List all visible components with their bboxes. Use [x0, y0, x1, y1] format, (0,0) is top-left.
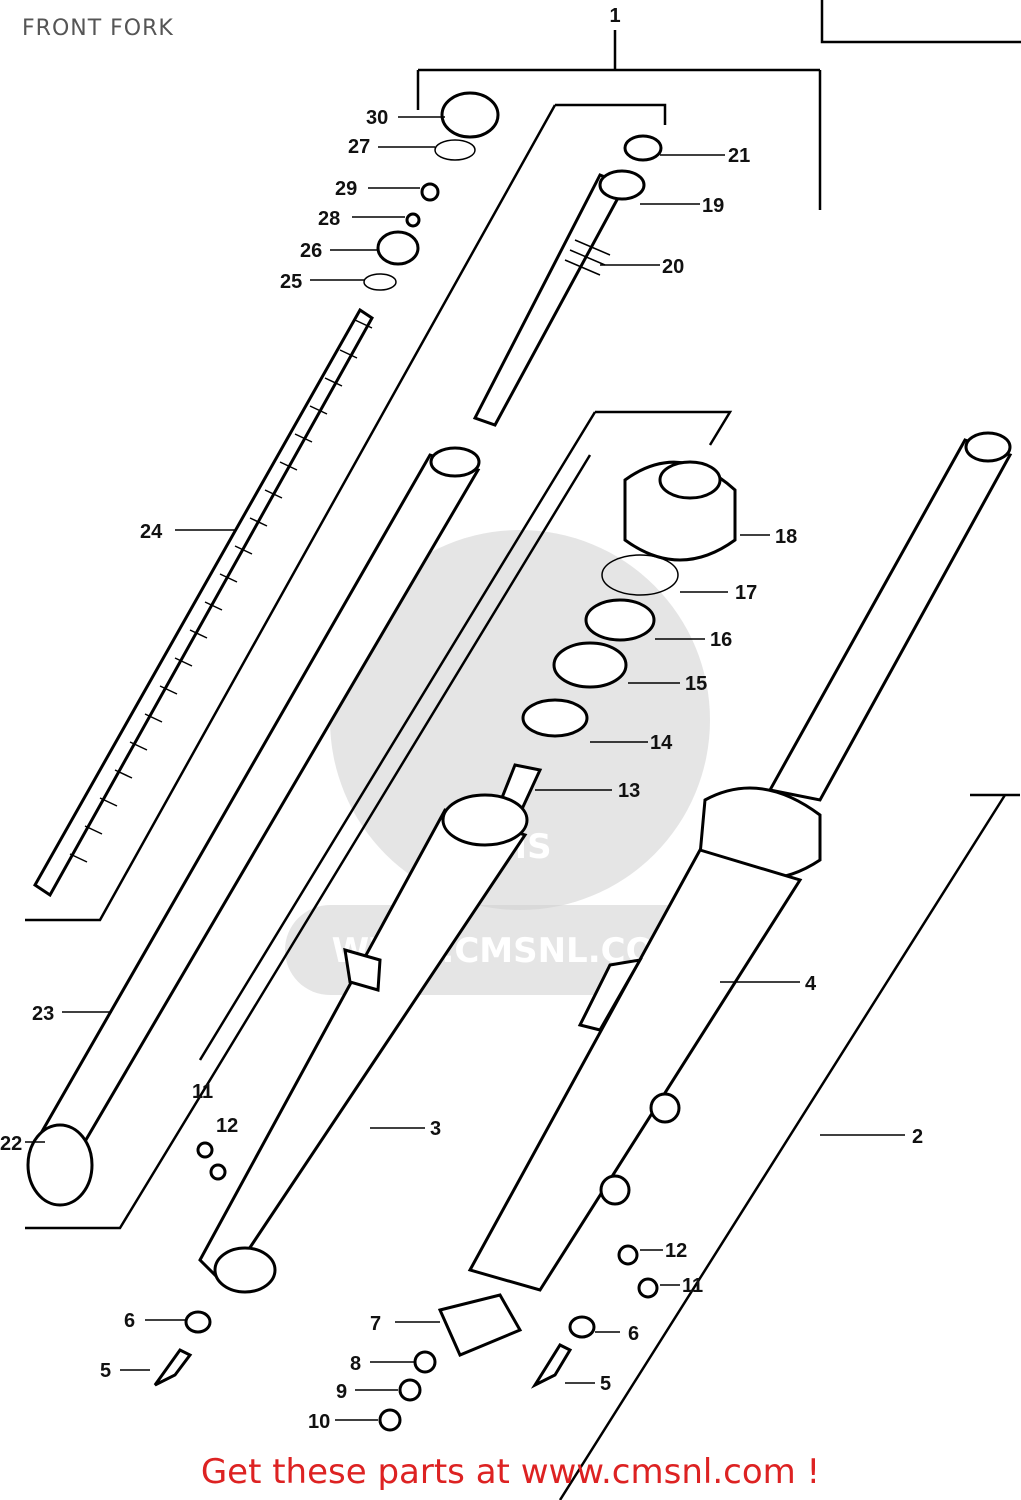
- part-label-17: 17: [735, 582, 757, 604]
- part-label-7: 7: [370, 1313, 381, 1335]
- footer-promo: Get these parts at www.cmsnl.com !: [0, 1452, 1021, 1492]
- part-label-27: 27: [348, 136, 370, 158]
- part-label-5-left: 5: [100, 1360, 111, 1382]
- seal-stack: [521, 460, 737, 738]
- part-label-2: 2: [912, 1126, 923, 1148]
- part-label-30: 30: [366, 107, 388, 129]
- bracket-part-1: [416, 30, 822, 210]
- outer-tube-left: [198, 793, 529, 1294]
- cap-bolt-stack: [363, 91, 500, 291]
- assembly-frame-middle: [25, 410, 733, 1230]
- part-label-25: 25: [280, 271, 302, 293]
- part-label-11-left: 11: [192, 1081, 213, 1103]
- part-label-23: 23: [32, 1003, 54, 1025]
- footer-prefix: Get these parts at: [200, 1452, 521, 1492]
- leader-lines: [25, 116, 905, 1421]
- part-label-14: 14: [650, 732, 673, 754]
- assembly-frame-right: [558, 793, 1020, 1500]
- part-label-22: 22: [0, 1133, 22, 1155]
- part-label-3: 3: [430, 1118, 441, 1140]
- damper-rod: [472, 134, 663, 427]
- part-label-5-right: 5: [600, 1373, 611, 1395]
- part-label-19: 19: [702, 195, 724, 217]
- fork-spring: [33, 307, 374, 898]
- part-label-29: 29: [335, 178, 357, 200]
- part-label-1: 1: [609, 5, 620, 27]
- assembly-frame-upper: [25, 103, 667, 922]
- footer-suffix: !: [795, 1452, 821, 1492]
- part-label-21: 21: [728, 145, 750, 167]
- part-label-9: 9: [336, 1381, 347, 1403]
- part-label-18: 18: [775, 526, 797, 548]
- part-label-15: 15: [685, 673, 707, 695]
- part-label-13: 13: [618, 780, 640, 802]
- part-label-11-right: 11: [682, 1275, 703, 1297]
- outer-tube-right: [467, 431, 1013, 1292]
- corner-frame: [820, 0, 1021, 44]
- part-label-6-right: 6: [628, 1323, 639, 1345]
- part-label-12-right: 12: [665, 1240, 687, 1262]
- diagram-title: FRONT FORK: [22, 16, 174, 41]
- part-label-26: 26: [300, 240, 322, 262]
- part-label-10: 10: [308, 1411, 330, 1433]
- part-label-20: 20: [662, 256, 684, 278]
- part-label-8: 8: [350, 1353, 361, 1375]
- part-label-6-left: 6: [124, 1310, 135, 1332]
- part-label-12-left: 12: [216, 1115, 238, 1137]
- footer-link[interactable]: www.cmsnl.com: [520, 1452, 796, 1492]
- axle-clamp: [153, 1141, 659, 1432]
- part-label-24: 24: [140, 521, 163, 543]
- inner-tube: [26, 446, 481, 1207]
- part-label-28: 28: [318, 208, 340, 230]
- part-label-4: 4: [805, 973, 817, 995]
- part-label-16: 16: [710, 629, 732, 651]
